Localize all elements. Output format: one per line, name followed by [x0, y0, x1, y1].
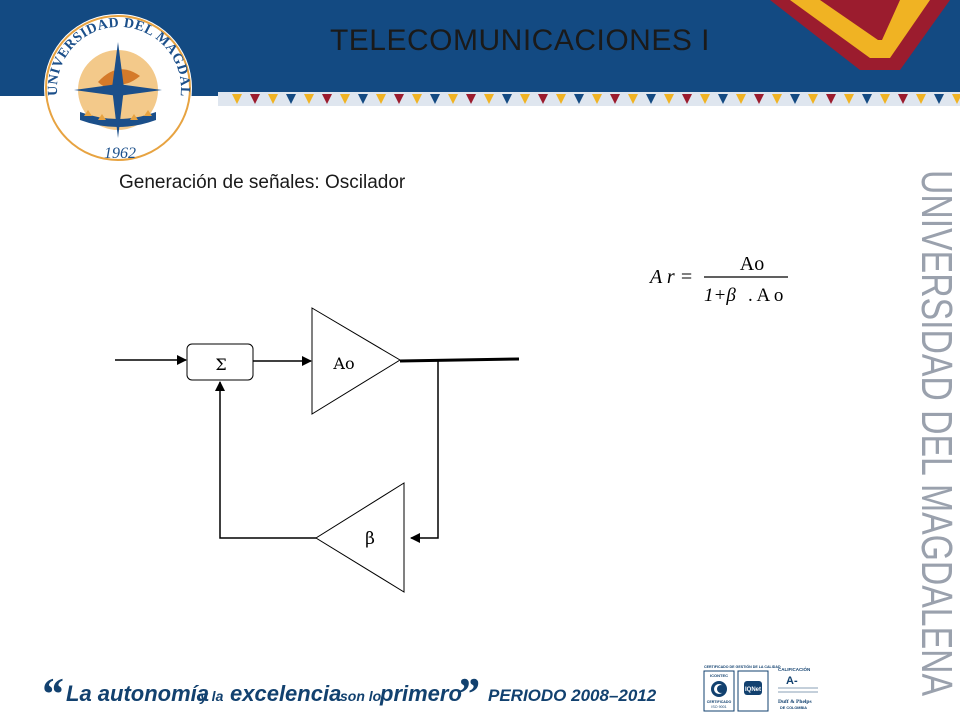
v-pattern-mark: [232, 94, 242, 104]
university-logo: UNIVERSIDAD DEL MAGDALENA 1962: [28, 0, 192, 162]
v-pattern-mark: [484, 94, 494, 104]
v-pattern-mark: [772, 94, 782, 104]
v-pattern-mark: [322, 94, 332, 104]
v-pattern-mark: [412, 94, 422, 104]
v-pattern-mark: [358, 94, 368, 104]
period-label: PERIODO 2008–2012: [488, 686, 657, 705]
formula-lhs: A r =: [648, 266, 693, 288]
feedback-label: β: [365, 529, 375, 549]
v-pattern-mark: [790, 94, 800, 104]
logo-year: 1962: [104, 145, 136, 162]
v-pattern-mark: [628, 94, 638, 104]
v-pattern-mark: [880, 94, 890, 104]
amplifier-label: Ao: [332, 354, 354, 373]
v-pattern-mark: [574, 94, 584, 104]
slide-subtitle: Generación de señales: Oscilador: [119, 172, 406, 193]
v-pattern-mark: [286, 94, 296, 104]
v-pattern-mark: [898, 94, 908, 104]
v-pattern-mark: [610, 94, 620, 104]
v-pattern-mark: [394, 94, 404, 104]
emblem-v-inner: [820, 0, 900, 40]
summer-block: [186, 343, 254, 381]
v-pattern-mark: [700, 94, 710, 104]
v-pattern-mark: [844, 94, 854, 104]
formula-denominator-right: . A o: [748, 285, 783, 306]
v-pattern-mark: [304, 94, 314, 104]
iqnet-icon: [744, 681, 762, 695]
footer-motto: “ La autonomía y la excelencia son lo pr…: [40, 668, 657, 719]
feedback-down-arrow: [410, 361, 439, 543]
v-pattern-mark: [826, 94, 836, 104]
v-pattern-mark: [430, 94, 440, 104]
v-pattern-mark: [646, 94, 656, 104]
v-pattern-mark: [538, 94, 548, 104]
v-pattern-mark: [466, 94, 476, 104]
motto-word-3: excelencia: [230, 681, 341, 706]
oscillator-block-diagram: Σ Ao β: [115, 307, 520, 593]
formula-denominator-left: 1+β: [704, 285, 736, 306]
certification-badges: CERTIFICADO DE GESTIÓN DE LA CALIDAD ICO…: [700, 662, 830, 720]
close-quote: ”: [456, 668, 479, 719]
feedback-block: [315, 482, 405, 593]
motto-word-4: son lo: [340, 688, 382, 704]
cert2-org: IQNet: [745, 687, 761, 693]
v-pattern-mark: [916, 94, 926, 104]
summer-label: Σ: [215, 355, 226, 374]
cert1-standard: ISO 9001: [711, 705, 726, 709]
v-pattern-mark: [250, 94, 260, 104]
v-pattern-mark: [448, 94, 458, 104]
gain-formula: A r = Ao 1+β . A o: [648, 253, 788, 306]
page-title: TELECOMUNICACIONES I: [329, 24, 711, 57]
motto-word-1: La autonomía: [66, 681, 209, 706]
v-pattern-mark: [556, 94, 566, 104]
v-pattern: [232, 94, 960, 104]
v-pattern-mark: [340, 94, 350, 104]
output-line: [399, 357, 520, 363]
v-pattern-mark: [592, 94, 602, 104]
v-pattern-mark: [664, 94, 674, 104]
amplifier-block: [311, 307, 401, 415]
cert1-title: CERTIFICADO DE GESTIÓN DE LA CALIDAD: [704, 664, 781, 669]
feedback-return-arrow: [215, 381, 316, 539]
v-pattern-mark: [520, 94, 530, 104]
cert1-label: CERTIFICADO: [707, 700, 732, 704]
v-pattern-mark: [934, 94, 944, 104]
v-pattern-mark: [718, 94, 728, 104]
rating-country: DE COLOMBIA: [780, 706, 807, 710]
v-pattern-mark: [736, 94, 746, 104]
v-pattern-mark: [502, 94, 512, 104]
v-pattern-mark: [376, 94, 386, 104]
cert1-org: ICONTEC: [710, 673, 728, 678]
motto-word-2: y la: [199, 688, 224, 704]
open-quote: “: [40, 668, 63, 719]
v-pattern-mark: [268, 94, 278, 104]
side-brand: UNIVERSIDAD DEL MAGDALENA: [912, 170, 960, 696]
formula-numerator: Ao: [740, 253, 764, 275]
side-brand-text: UNIVERSIDAD DEL MAGDALENA: [912, 170, 960, 696]
emblem-v-middle: [790, 0, 930, 58]
v-pattern-mark: [952, 94, 960, 104]
rating-org: Duff & Phelps: [778, 699, 812, 705]
motto-word-5: primero: [379, 681, 462, 706]
v-pattern-mark: [808, 94, 818, 104]
header-decoration: [218, 0, 960, 106]
v-pattern-mark: [754, 94, 764, 104]
rating-title: CALIFICACIÓN: [778, 665, 810, 672]
rating-grade: A-: [786, 675, 798, 687]
v-pattern-mark: [862, 94, 872, 104]
v-pattern-mark: [682, 94, 692, 104]
